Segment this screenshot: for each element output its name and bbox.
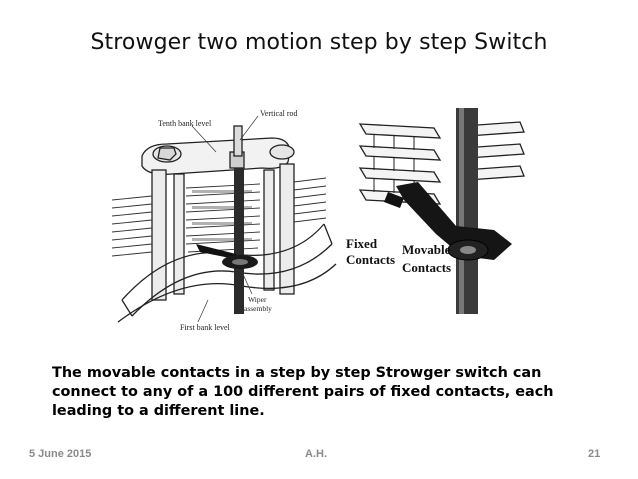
strowger-switch-illustration: Tenth bank level Vertical rod Wiper asse…: [112, 109, 337, 332]
slide-caption: The movable contacts in a step by step S…: [52, 365, 554, 419]
label-movable-contacts-line1: Movable: [402, 242, 451, 257]
label-wiper-assembly-line2: assembly: [244, 304, 272, 313]
label-first-bank-level: First bank level: [180, 323, 231, 332]
contacts-detail-illustration: Fixed Contacts Movable Contacts: [346, 108, 525, 314]
label-movable-contacts-line2: Contacts: [402, 260, 451, 275]
slide-title: Strowger two motion step by step Switch: [90, 30, 548, 55]
footer-date: 5 June 2015: [29, 448, 92, 460]
label-fixed-contacts-line2: Contacts: [346, 252, 395, 267]
label-fixed-contacts-line1: Fixed: [346, 236, 378, 251]
footer-author: A.H.: [305, 448, 327, 460]
label-wiper-assembly-line1: Wiper: [248, 295, 267, 304]
footer-page-number: 21: [588, 448, 601, 460]
label-vertical-rod: Vertical rod: [260, 109, 298, 118]
label-tenth-bank-level: Tenth bank level: [158, 119, 212, 128]
